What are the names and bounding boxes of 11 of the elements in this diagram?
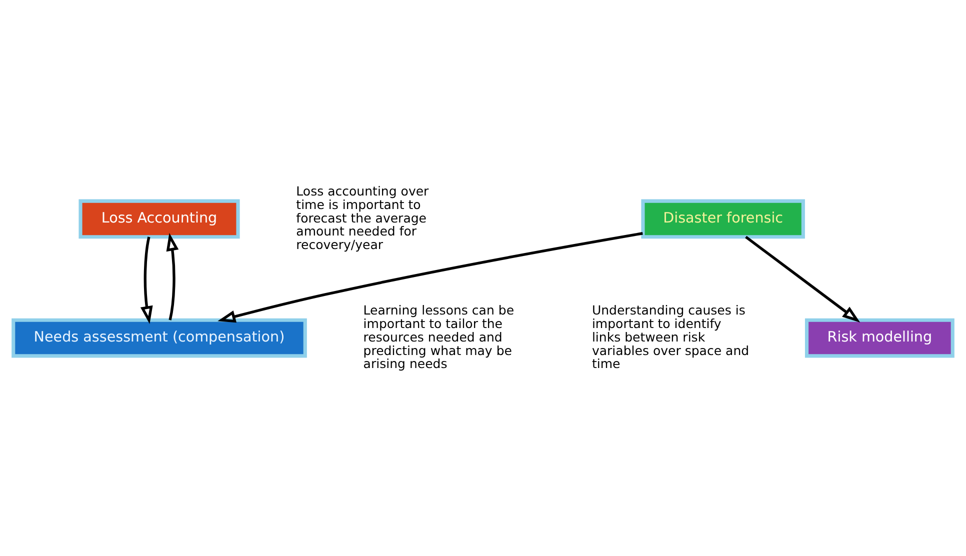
label: Loss accounting over time is important to forecast the average amount needed for recovery/year: [296, 182, 429, 252]
node-box: Disaster forensic: [641, 198, 805, 238]
arrow: [166, 232, 179, 320]
node-box: Needs assessment (compensation): [12, 318, 307, 358]
node-box: Loss Accounting: [78, 198, 240, 238]
label: Understanding causes is important to identify links between risk variables over space and time: [592, 302, 750, 371]
label: Learning lessons can be important to tailor the resources needed and predicting what may be arising needs: [363, 302, 514, 371]
node-box: Risk modelling: [804, 318, 954, 358]
arrow: [218, 232, 643, 322]
arrow: [745, 235, 860, 322]
arrow: [140, 236, 153, 324]
